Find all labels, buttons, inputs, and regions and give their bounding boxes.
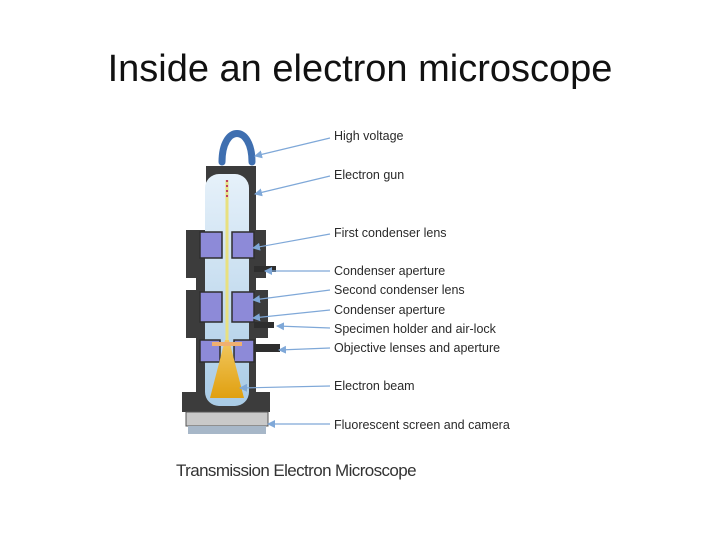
- slide-title: Inside an electron microscope: [107, 48, 613, 90]
- arrow-specimen-holder: [276, 322, 331, 331]
- label-condenser-aperture-1: Condenser aperture: [334, 264, 445, 278]
- label-condenser-aperture-2: Condenser aperture: [334, 303, 445, 317]
- label-electron-gun: Electron gun: [334, 168, 404, 182]
- label-specimen-holder: Specimen holder and air-lock: [334, 322, 497, 336]
- specimen: [212, 342, 242, 346]
- fluorescent-screen: [185, 411, 269, 427]
- leader-arrows: [239, 137, 331, 428]
- arrow-electron-beam: [239, 383, 331, 392]
- aperture-port-2: [254, 322, 274, 328]
- high-voltage-cable: [218, 130, 256, 166]
- arrow-first-condenser-lens: [252, 233, 331, 251]
- diagram-caption: Transmission Electron Microscope: [176, 461, 416, 480]
- arrow-high-voltage: [254, 137, 331, 159]
- label-objective-lenses: Objective lenses and aperture: [334, 341, 500, 355]
- camera-base: [188, 426, 266, 434]
- first-condenser-lens-right: [231, 231, 255, 259]
- second-condenser-lens-right: [231, 291, 255, 323]
- second-condenser-lens: [199, 291, 223, 323]
- arrow-electron-gun: [254, 175, 331, 197]
- arrow-objective-lenses: [278, 345, 331, 354]
- label-second-condenser-lens: Second condenser lens: [334, 283, 465, 297]
- first-condenser-lens: [199, 231, 223, 259]
- electron-beam-cone: [210, 340, 244, 398]
- arrow-second-condenser-lens: [252, 289, 331, 304]
- arrow-condenser-aperture-2: [252, 309, 331, 322]
- label-high-voltage: High voltage: [334, 129, 404, 143]
- microscope-column: [182, 166, 280, 434]
- label-electron-beam: Electron beam: [334, 379, 415, 393]
- label-first-condenser-lens: First condenser lens: [334, 226, 447, 240]
- label-fluorescent-screen: Fluorescent screen and camera: [334, 418, 510, 432]
- specimen-holder-port: [254, 344, 280, 352]
